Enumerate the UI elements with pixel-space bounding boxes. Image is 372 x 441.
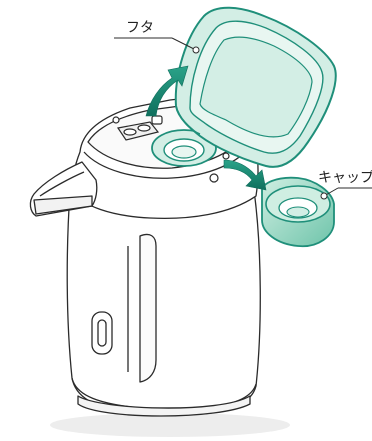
cap	[262, 178, 334, 247]
lid-label: フタ	[126, 20, 154, 36]
floor-shadow	[50, 413, 290, 437]
cap-callout: キャップ	[318, 170, 372, 199]
cap-label: キャップ	[318, 170, 372, 186]
